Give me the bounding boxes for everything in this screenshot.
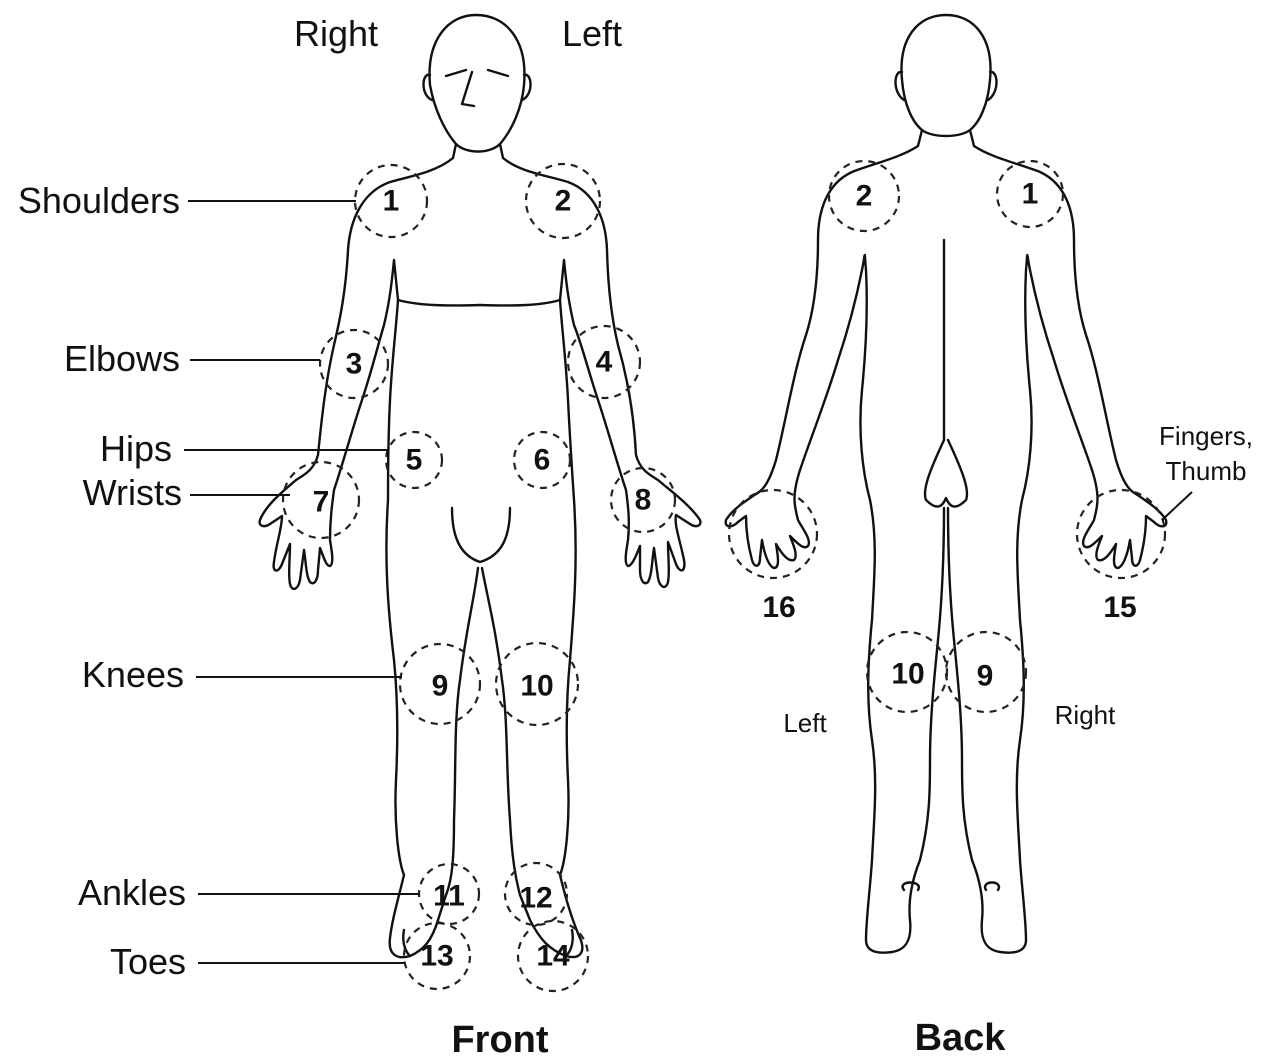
back-joint-number-10: 10 (891, 658, 924, 691)
leader-hips (184, 450, 388, 460)
back-view-label: Back (915, 1017, 1007, 1059)
label-knees: Knees (82, 654, 184, 695)
back-head-outline (901, 15, 990, 136)
back-heels (903, 883, 999, 891)
back-joint-number-2: 2 (856, 180, 873, 213)
back-joint-markers (729, 161, 1165, 712)
front-groin (452, 508, 510, 562)
back-joint-number-15: 15 (1103, 591, 1136, 624)
back-buttocks (925, 440, 967, 507)
label-elbows: Elbows (64, 338, 180, 379)
back-figure (726, 15, 1167, 953)
front-head-outline (430, 15, 525, 152)
back-joint-number-16: 16 (762, 591, 795, 624)
front-joint-number-3: 3 (346, 348, 363, 381)
front-joint-number-2: 2 (555, 185, 572, 218)
front-joint-number-5: 5 (406, 444, 423, 477)
leader-fingers (1162, 492, 1192, 520)
front-body-outline-left (482, 144, 700, 957)
label-shoulders: Shoulders (18, 180, 180, 221)
label-wrists: Wrists (83, 472, 182, 513)
back-leg-left-label: Left (783, 708, 827, 738)
front-nose (462, 72, 474, 106)
label-thumb: Thumb (1166, 456, 1247, 486)
front-orientation-left: Left (562, 13, 622, 54)
front-joint-number-1: 1 (383, 185, 400, 218)
back-joint-number-9: 9 (977, 660, 994, 693)
front-joint-number-10: 10 (520, 670, 553, 703)
front-body-outline-right (260, 144, 478, 957)
label-fingers: Fingers, (1159, 421, 1253, 451)
label-hips: Hips (100, 428, 172, 469)
front-joint-number-6: 6 (534, 444, 551, 477)
label-toes: Toes (110, 941, 186, 982)
front-joint-numbers: 1 2 3 4 5 6 7 8 9 10 11 12 13 14 (313, 185, 652, 973)
front-joint-number-4: 4 (596, 346, 613, 379)
front-eyebrows (446, 70, 508, 76)
front-joint-number-11: 11 (433, 880, 465, 913)
back-joint-number-1: 1 (1022, 178, 1039, 211)
front-joint-number-8: 8 (635, 484, 652, 517)
front-view-label: Front (451, 1019, 548, 1060)
front-chest-line (398, 300, 560, 305)
front-joint-number-7: 7 (313, 486, 330, 519)
back-body-outline-right (948, 130, 1166, 953)
back-left-hand-marker[interactable] (729, 490, 817, 578)
front-joint-markers (283, 164, 675, 991)
back-leg-right-label: Right (1055, 700, 1116, 730)
front-joint-number-12: 12 (519, 882, 552, 915)
front-joint-number-13: 13 (420, 940, 453, 973)
back-body-outline-left (726, 130, 944, 953)
front-joint-number-9: 9 (432, 670, 449, 703)
front-joint-number-14: 14 (536, 940, 570, 973)
label-ankles: Ankles (78, 872, 186, 913)
front-orientation-right: Right (294, 13, 378, 54)
